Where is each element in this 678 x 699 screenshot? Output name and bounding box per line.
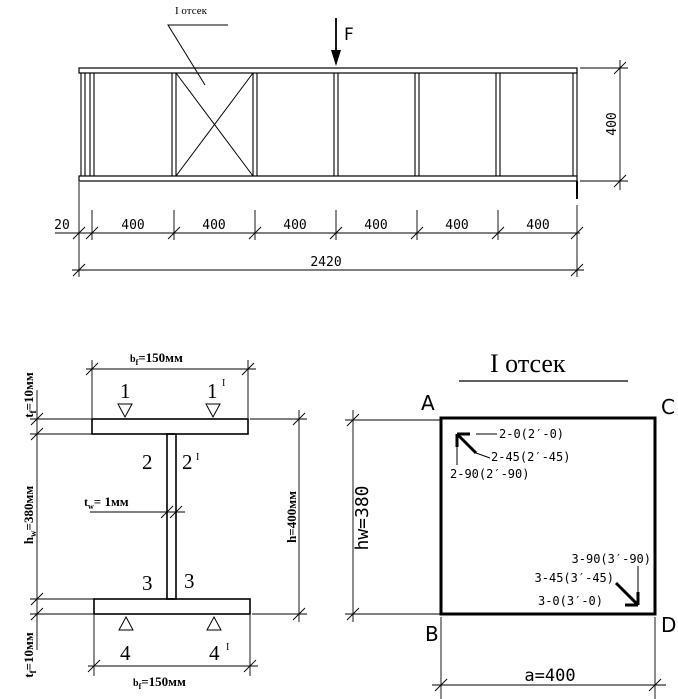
panel-cross-line (175, 72, 254, 177)
svg-text:tf=10мм: tf=10мм (21, 632, 38, 678)
point-4-prime: 4 (209, 641, 220, 665)
svg-text:I: I (196, 452, 199, 463)
left-dimension-chain (30, 390, 94, 650)
force-arrow-head (331, 50, 341, 66)
web (166, 433, 177, 600)
left-dim-texts: tf=10мм hw=380мм tf=10мм (21, 372, 38, 678)
bottom-angle-labels: 3-90(3′-90) 3-45(3′-45) 3-0(3′-0) (535, 552, 651, 608)
height-dimension (580, 60, 628, 190)
svg-text:3-90(3′-90): 3-90(3′-90) (572, 552, 651, 566)
svg-text:bf=150мм: bf=150мм (133, 674, 186, 691)
point-markers (117, 403, 222, 631)
hw-label: hw=380 (352, 485, 373, 550)
section-leader (167, 24, 228, 86)
point-3-prime: 3 (184, 569, 195, 593)
svg-text:3-0(3′-0): 3-0(3′-0) (538, 594, 603, 608)
corner-c: C (661, 395, 675, 419)
svg-text:3-45(3′-45): 3-45(3′-45) (535, 571, 614, 585)
point-labels: 1 1 I 2 2 I 3 3 4 4 I (120, 378, 229, 665)
svg-text:hw=380мм: hw=380мм (21, 486, 38, 544)
bottom-flange (93, 598, 251, 615)
corner-b: B (425, 622, 439, 646)
tw-dimension (90, 505, 185, 519)
panel-dim-text: 400 (121, 218, 144, 233)
point-2: 2 (142, 450, 153, 474)
panel-dim-text: 400 (202, 218, 225, 233)
hw-dimension (345, 410, 441, 622)
beam-elevation: I отсек F 400 (54, 5, 628, 277)
h-total-text: h=400мм (284, 491, 299, 543)
top-angle-labels: 2-0(2′-0) 2-45(2′-45) 2-90(2′-90) (450, 427, 570, 481)
svg-text:bf=150мм: bf=150мм (130, 350, 183, 367)
svg-text:tw= 1мм: tw= 1мм (84, 494, 129, 511)
bottom-chord (78, 175, 578, 182)
total-dim-text: 2420 (310, 255, 341, 270)
panel-dim-text: 400 (364, 218, 387, 233)
svg-text:2-90(2′-90): 2-90(2′-90) (450, 467, 529, 481)
bf-bottom-dimension (87, 615, 258, 676)
svg-text:2-45(2′-45): 2-45(2′-45) (491, 450, 570, 464)
force-label: F (344, 25, 354, 45)
left-dim-text: 20 (54, 218, 70, 233)
point-1-prime: 1 (207, 379, 218, 403)
corner-a: A (421, 391, 435, 415)
svg-text:tf=10мм: tf=10мм (21, 372, 38, 418)
point-1: 1 (120, 379, 131, 403)
point-2-prime: 2 (182, 450, 193, 474)
bf-top-text: bf=150мм (130, 350, 183, 367)
section-label: I отсек (175, 5, 208, 17)
corner-labels: A B C D (421, 391, 676, 646)
panel-detail: I отсек A B C D hw=380 a=400 (345, 349, 676, 699)
svg-text:I: I (222, 378, 225, 389)
panel-dim-text: 400 (526, 218, 549, 233)
bottom-right-arrow (614, 566, 640, 607)
svg-text:I: I (226, 642, 229, 653)
panel-dim-texts: 20 400 400 400 400 400 400 2420 (54, 218, 550, 270)
h-total-dimension (250, 410, 307, 622)
height-dim-text: 400 (605, 112, 620, 135)
svg-text:2-0(2′-0): 2-0(2′-0) (499, 427, 564, 441)
bf-top-dimension (85, 360, 256, 418)
i-section: bf=150мм bf=150мм tf=10мм hw=380 (21, 350, 307, 691)
top-chord (78, 67, 578, 74)
panel-square (439, 416, 657, 616)
marker-triangle (117, 403, 133, 419)
a-dimension (432, 617, 666, 699)
top-flange (91, 418, 249, 435)
a-label: a=400 (524, 666, 575, 686)
top-left-arrow (455, 432, 478, 465)
point-4: 4 (120, 641, 131, 665)
top-left-leaders (475, 433, 497, 459)
panel-title: I отсек (490, 349, 566, 378)
corner-d: D (661, 613, 676, 637)
point-3: 3 (142, 571, 153, 595)
panel-dim-text: 400 (283, 218, 306, 233)
stiffeners (80, 73, 578, 199)
marker-triangle (206, 615, 222, 631)
marker-triangle (118, 615, 134, 631)
panel-dim-text: 400 (445, 218, 468, 233)
tw-text: tw= 1мм (84, 494, 129, 511)
panel-dimensions (55, 182, 584, 277)
marker-triangle (205, 403, 221, 419)
bf-bottom-text: bf=150мм (133, 674, 186, 691)
